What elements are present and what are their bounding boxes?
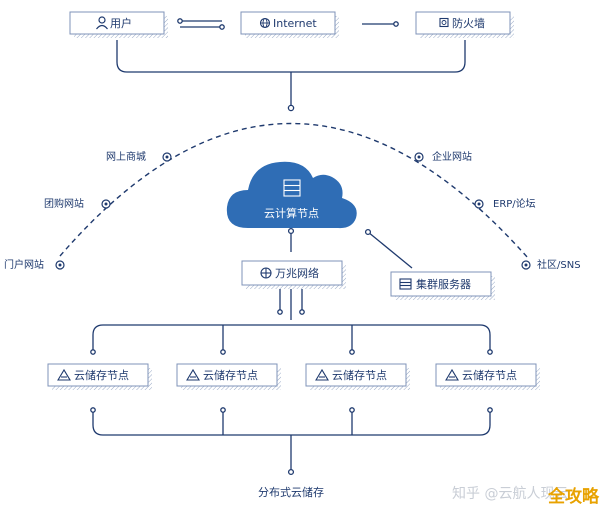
cloud-network-link (287, 227, 295, 252)
storage-label-1: 云储存节点 (74, 368, 129, 382)
storage-label-2: 云储存节点 (203, 368, 258, 382)
storage-node-3: 云储存节点 (305, 363, 410, 390)
storage-icon (445, 368, 459, 381)
network-icon (260, 267, 272, 279)
arc-label-enterprise: 企业网站 (432, 150, 472, 163)
firewall-box: 防火墙 (415, 11, 514, 38)
network-label: 万兆网络 (275, 266, 319, 280)
arc-label-erp: ERP/论坛 (493, 197, 536, 210)
storage-node-2: 云储存节点 (176, 363, 281, 390)
internet-label: Internet (273, 17, 317, 30)
user-label: 用户 (110, 16, 132, 30)
server-icon (283, 179, 301, 197)
storage-label-3: 云储存节点 (332, 368, 387, 382)
storage-icon (57, 368, 71, 381)
arc-label-mall: 网上商城 (106, 150, 146, 163)
cloud-node: 云计算节点 (226, 161, 357, 229)
arc-label-groupbuy: 团购网站 (44, 197, 84, 210)
arc-right-labels: 企业网站 ERP/论坛 社区/SNS (414, 150, 581, 271)
distributed-storage-label: 分布式云储存 (258, 485, 324, 499)
cluster-icon (399, 278, 412, 290)
arc-label-portal: 门户网站 (4, 258, 44, 271)
arc-left-labels: 网上商城 团购网站 门户网站 (4, 150, 172, 271)
cluster-box: 集群服务器 (390, 271, 495, 300)
cluster-label: 集群服务器 (416, 277, 471, 291)
firewall-icon (439, 17, 449, 28)
top-bracket (116, 40, 466, 112)
watermark-text: 知乎 @云航人现云 (452, 485, 568, 502)
user-icon (96, 16, 108, 30)
network-storage-links (90, 289, 493, 355)
storage-label-4: 云储存节点 (462, 368, 517, 382)
cloud-label: 云计算节点 (264, 206, 319, 220)
network-box: 万兆网络 (241, 260, 346, 289)
storage-icon (186, 368, 200, 381)
arc-label-sns: 社区/SNS (537, 258, 581, 271)
user-box: 用户 (69, 11, 168, 38)
firewall-label: 防火墙 (452, 16, 485, 30)
top-connectors (177, 18, 399, 30)
watermark: 知乎 @云航人现云 全攻略 (452, 485, 600, 507)
storage-node-4: 云储存节点 (435, 363, 540, 390)
service-arc (59, 122, 529, 259)
globe-icon (259, 17, 271, 29)
bottom-bracket (90, 407, 493, 476)
storage-node-1: 云储存节点 (47, 363, 152, 390)
cluster-link (364, 228, 413, 269)
internet-box: Internet (240, 11, 339, 38)
storage-icon (315, 368, 329, 381)
watermark-badge: 全攻略 (547, 486, 600, 507)
